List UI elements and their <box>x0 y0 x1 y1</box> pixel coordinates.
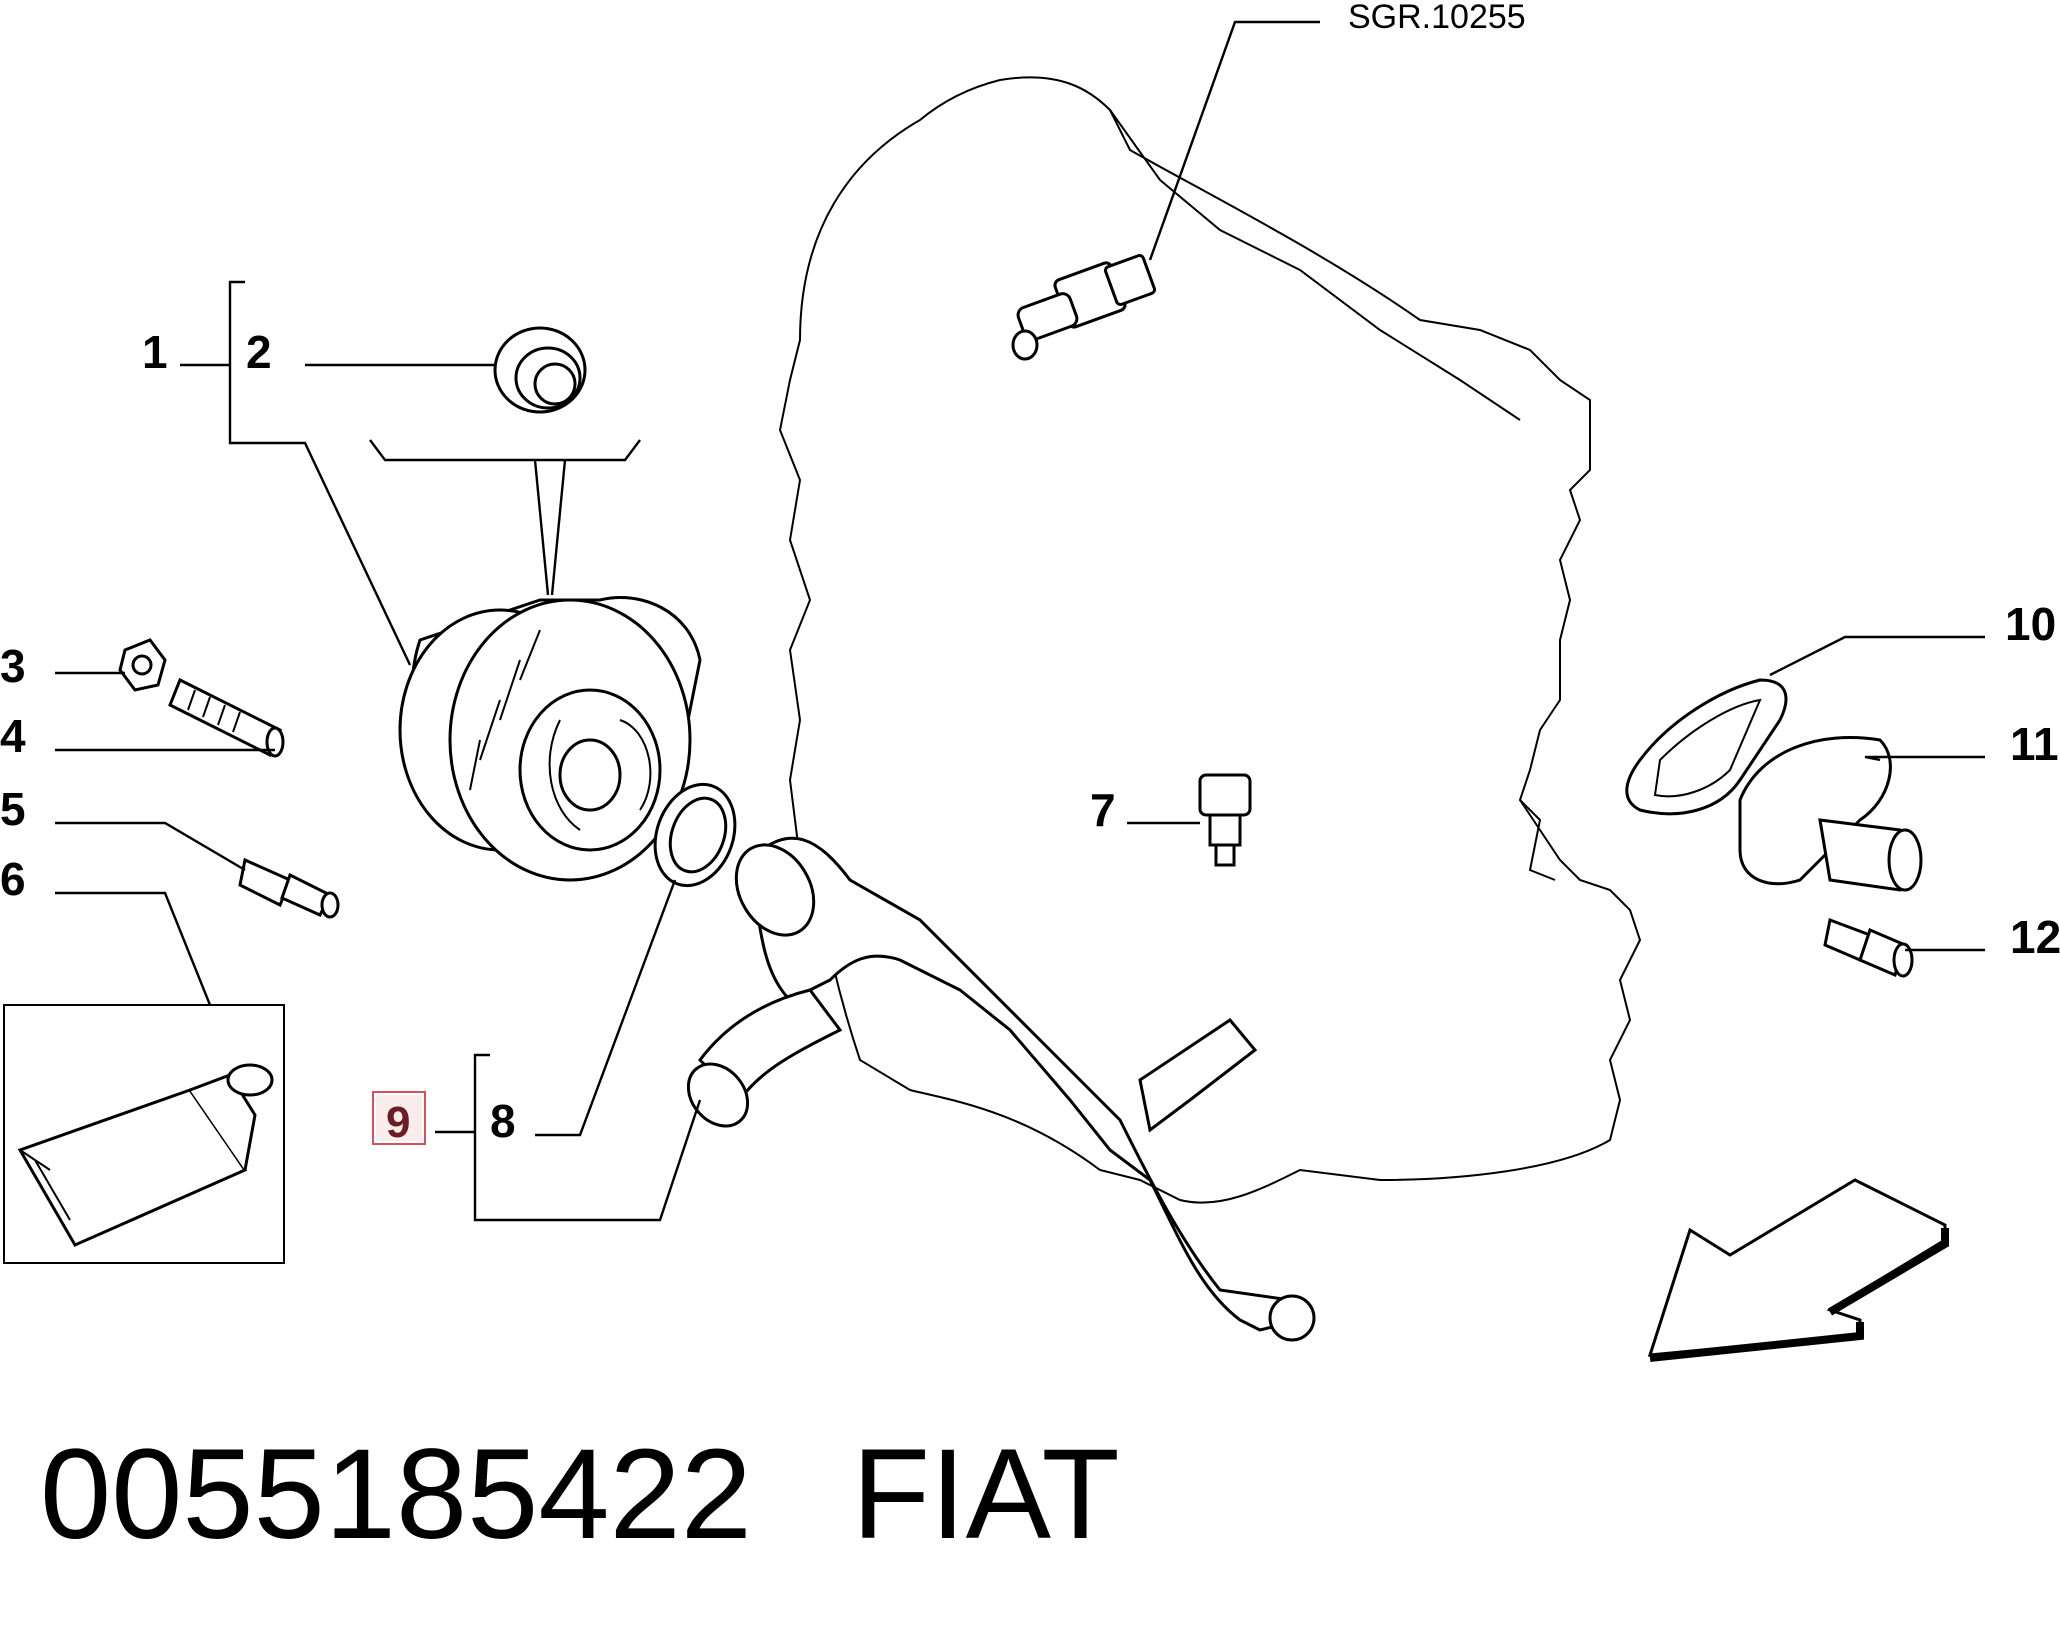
brand-name: FIAT <box>851 1423 1120 1566</box>
union-fitting-part <box>238 857 340 919</box>
reference-code: SGR.10255 <box>1348 0 1526 36</box>
callout-5: 5 <box>0 783 26 835</box>
leader-lines <box>55 20 1985 1222</box>
part-number: 0055185422 <box>40 1423 752 1566</box>
sealant-tube-box <box>3 1004 285 1264</box>
nut-part <box>118 638 167 692</box>
callout-4: 4 <box>0 710 26 762</box>
temperature-sender <box>1011 253 1157 361</box>
engine-detail-line-1 <box>1109 109 1521 421</box>
callout-2: 2 <box>246 326 272 378</box>
screw-part <box>1823 917 1914 978</box>
stud-part <box>168 677 285 758</box>
engine-block-outline <box>778 76 1642 1204</box>
callout-9-highlight[interactable]: 9 <box>372 1091 426 1147</box>
engine-detail-line-2 <box>1519 799 1556 881</box>
callout-10: 10 <box>2005 598 2056 650</box>
callout-1: 1 <box>142 326 168 378</box>
callout-11: 11 <box>2010 718 2059 770</box>
callout-8: 8 <box>490 1095 516 1147</box>
callout-9: 9 <box>386 1098 410 1147</box>
callout-12: 12 <box>2010 911 2060 963</box>
bolt-part <box>1198 773 1252 867</box>
thermostat-gasket-part <box>1625 678 1788 816</box>
coolant-pipe-part <box>686 836 1316 1342</box>
pulley-cap-part <box>493 326 587 414</box>
callout-3: 3 <box>0 640 26 692</box>
water-pump-part <box>398 596 702 882</box>
thermostat-housing-part <box>1738 736 1923 892</box>
callout-7: 7 <box>1090 784 1116 836</box>
o-ring-part <box>653 782 737 888</box>
part-caption: 0055185422 FIAT <box>40 1420 1120 1570</box>
callout-6: 6 <box>0 853 26 905</box>
